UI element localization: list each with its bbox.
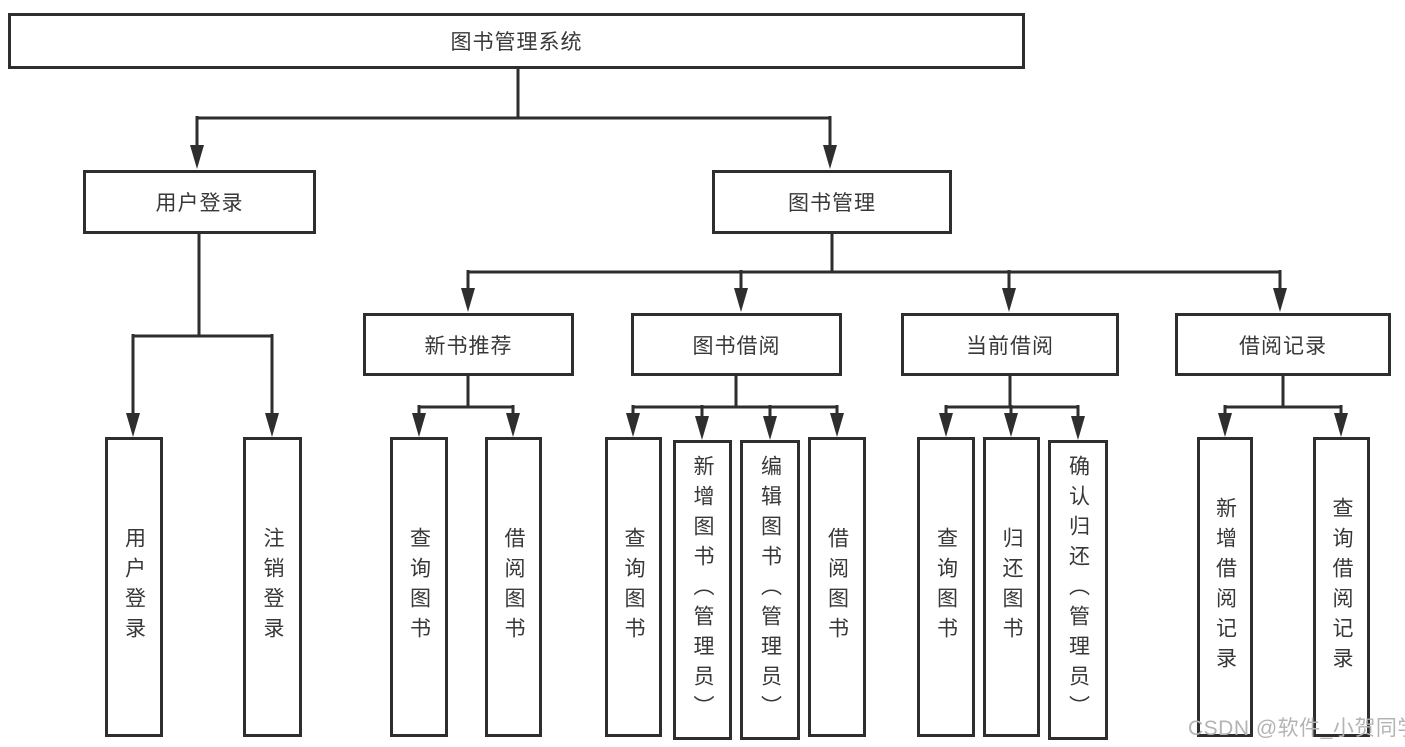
leaf-borrow-books-recommend: 借阅图书	[485, 437, 542, 737]
leaf-logout: 注销登录	[243, 437, 302, 737]
leaf-query-books-current: 查询图书	[917, 437, 975, 737]
leaf-label: 编辑图书（管理员）	[758, 455, 782, 725]
leaf-label: 查询图书	[407, 527, 431, 647]
leaf-edit-books-admin: 编辑图书（管理员）	[740, 440, 800, 740]
leaf-label: 查询借阅记录	[1330, 497, 1353, 677]
node-label: 新书推荐	[424, 334, 513, 358]
leaf-add-books-admin: 新增图书（管理员）	[673, 440, 732, 740]
node-user-login-branch: 用户登录	[83, 170, 316, 234]
node-book-management-branch: 图书管理	[712, 170, 952, 234]
node-label: 图书借阅	[692, 334, 781, 358]
node-label: 图书管理系统	[450, 31, 583, 54]
leaf-return-books: 归还图书	[983, 437, 1040, 737]
node-new-book-recommend: 新书推荐	[363, 313, 574, 376]
csdn-watermark: CSDN @软件_小贺同学	[1188, 717, 1405, 740]
leaf-add-borrow-record: 新增借阅记录	[1197, 437, 1253, 737]
node-current-borrowing: 当前借阅	[901, 313, 1119, 376]
leaf-label: 借阅图书	[502, 527, 525, 647]
leaf-label: 注销登录	[261, 527, 284, 647]
node-label: 当前借阅	[966, 334, 1054, 358]
node-label: 图书管理	[788, 192, 876, 215]
leaf-label: 归还图书	[1000, 527, 1023, 647]
leaf-label: 借阅图书	[825, 527, 849, 647]
leaf-user-login: 用户登录	[105, 437, 163, 737]
node-book-borrowing: 图书借阅	[631, 313, 842, 376]
leaf-query-books-recommend: 查询图书	[390, 437, 448, 737]
node-label: 用户登录	[155, 192, 244, 215]
node-borrowing-records: 借阅记录	[1175, 313, 1391, 376]
leaf-borrow-books: 借阅图书	[808, 437, 866, 737]
node-label: 借阅记录	[1239, 334, 1327, 358]
leaf-label: 查询图书	[934, 527, 958, 647]
leaf-query-books-borrowing: 查询图书	[605, 437, 662, 737]
leaf-label: 新增借阅记录	[1213, 497, 1237, 677]
node-library-management-system: 图书管理系统	[8, 13, 1025, 69]
leaf-label: 确认归还（管理员）	[1066, 455, 1090, 725]
leaf-label: 查询图书	[622, 527, 645, 647]
leaf-query-borrow-record: 查询借阅记录	[1313, 437, 1370, 737]
leaf-label: 用户登录	[122, 527, 146, 647]
leaf-confirm-return-admin: 确认归还（管理员）	[1048, 440, 1108, 740]
leaf-label: 新增图书（管理员）	[691, 455, 714, 725]
